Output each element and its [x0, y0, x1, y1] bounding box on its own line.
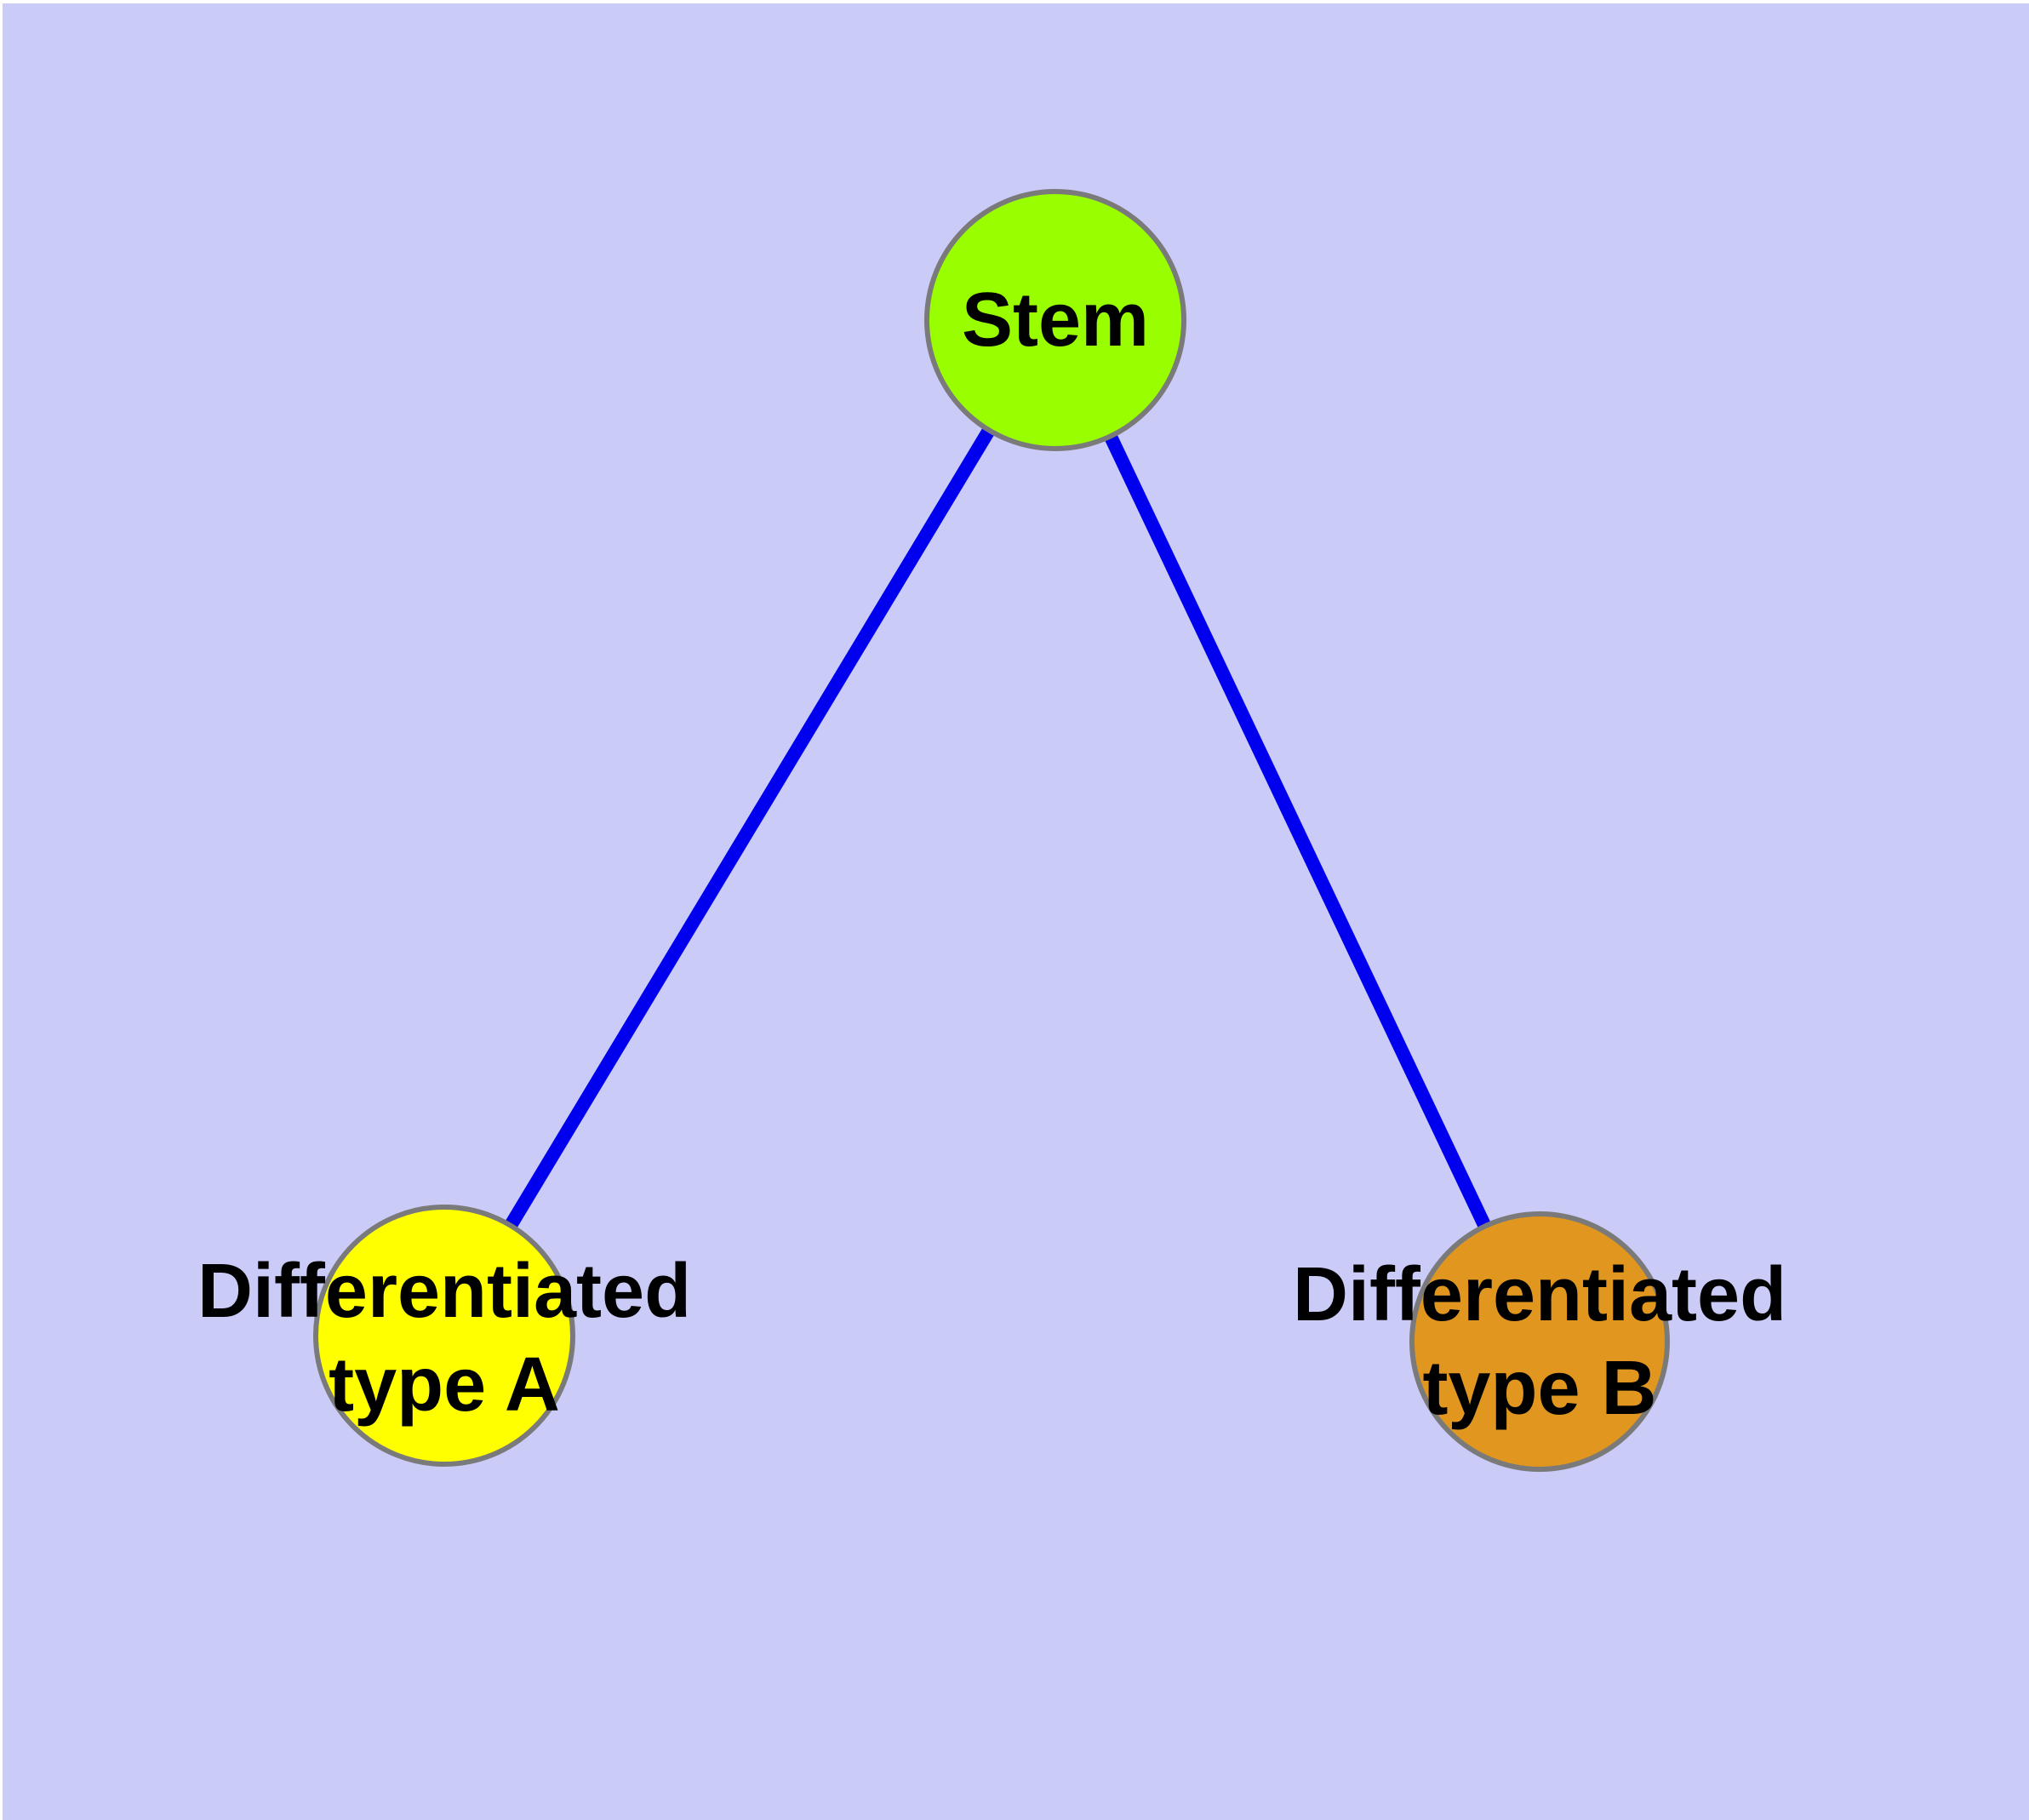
node-circle-type-b — [1409, 1211, 1670, 1472]
diagram-canvas: Stem Differentiated type A Differentiate… — [3, 3, 2029, 1820]
node-circle-stem — [924, 189, 1186, 451]
node-label-type-b: Differentiated type B — [1292, 1252, 1787, 1431]
node-label-stem: Stem — [961, 278, 1150, 363]
edge-stem-to-type-b — [1049, 317, 1546, 1345]
graph-svg — [313, 189, 1670, 1472]
edge-stem-to-type-a — [438, 316, 1061, 1340]
node-circle-type-a — [313, 1205, 575, 1467]
node-label-type-a: Differentiated type A — [197, 1249, 692, 1428]
